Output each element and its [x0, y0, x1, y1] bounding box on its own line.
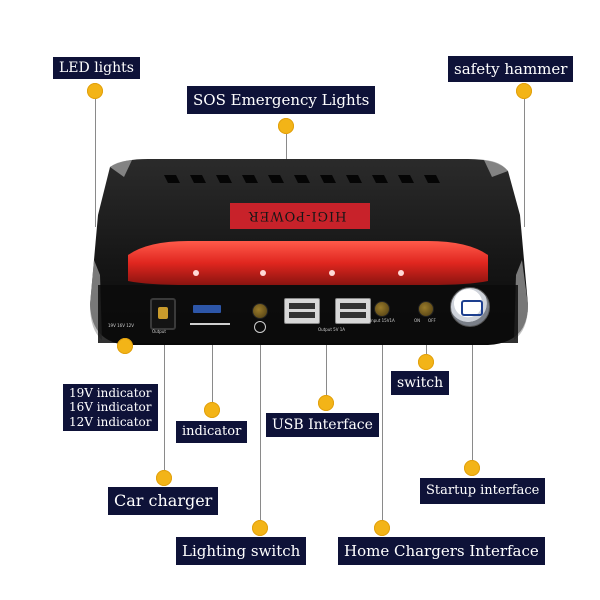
label-lighting-switch: Lighting switch — [176, 537, 307, 565]
off-label: OFF — [428, 318, 436, 323]
label-voltage-indicators: 19V indicator 16V indicator 12V indicato… — [63, 384, 158, 432]
label-16v-indicator: 16V indicator — [69, 400, 152, 415]
startup-port — [450, 287, 490, 327]
label-indicator: indicator — [176, 421, 248, 443]
leader-startup — [472, 296, 473, 466]
output-label: Output — [152, 329, 166, 334]
power-switch — [418, 301, 434, 317]
label-led-lights: LED lights — [53, 57, 140, 79]
leader-lighting-switch — [260, 312, 261, 530]
dot-safety-hammer — [516, 83, 532, 99]
label-sos-emergency-lights: SOS Emergency Lights — [187, 86, 376, 114]
indicator-dash — [190, 323, 230, 325]
dot-voltage-indicator — [117, 338, 133, 354]
brand-text: HIGI-POWER — [248, 208, 347, 223]
leader-safety-hammer — [524, 93, 525, 227]
label-car-charger: Car charger — [108, 487, 219, 515]
dot-switch — [418, 354, 434, 370]
dot-indicator — [204, 402, 220, 418]
leader-led-lights — [95, 94, 96, 227]
vent-slots — [164, 175, 440, 183]
dot-usb — [318, 395, 334, 411]
usb-output-label: Output 5V 1A — [318, 327, 345, 332]
dot-home-charger — [374, 520, 390, 536]
leader-home-charger — [382, 308, 383, 528]
home-charger-port — [374, 301, 390, 317]
power-icon — [254, 321, 266, 333]
label-startup-interface: Startup interface — [420, 478, 546, 504]
usb-port-2 — [335, 298, 371, 324]
dot-sos — [278, 118, 294, 134]
leader-indicator — [212, 300, 213, 410]
lighting-switch-button — [252, 303, 268, 319]
label-usb-interface: USB Interface — [266, 413, 379, 437]
label-home-chargers-interface: Home Chargers Interface — [338, 537, 545, 565]
brand-panel — [230, 203, 370, 229]
dot-startup — [464, 460, 480, 476]
label-19v-indicator: 19V indicator — [69, 386, 152, 400]
dot-lighting-switch — [252, 520, 268, 536]
jump-starter-device: HIGI-POWER 19V 16V 12V Output Output 5V … — [88, 155, 528, 350]
car-charger-port — [150, 298, 176, 330]
dot-car-charger — [156, 470, 172, 486]
leader-car-charger — [164, 300, 165, 480]
label-switch: switch — [391, 371, 450, 395]
label-12v-indicator: 12V indicator — [69, 414, 152, 429]
leader-usb — [326, 320, 327, 403]
battery-indicator — [193, 305, 221, 313]
sos-led-points — [193, 270, 404, 276]
on-label: ON — [414, 318, 421, 323]
dot-led-lights — [87, 83, 103, 99]
input-label: Input 15V1A — [370, 318, 395, 323]
sos-light-bar — [128, 241, 488, 285]
label-safety-hammer: safety hammer — [448, 56, 574, 82]
led-volt-labels: 19V 16V 12V — [108, 323, 135, 328]
usb-port-1 — [284, 298, 320, 324]
